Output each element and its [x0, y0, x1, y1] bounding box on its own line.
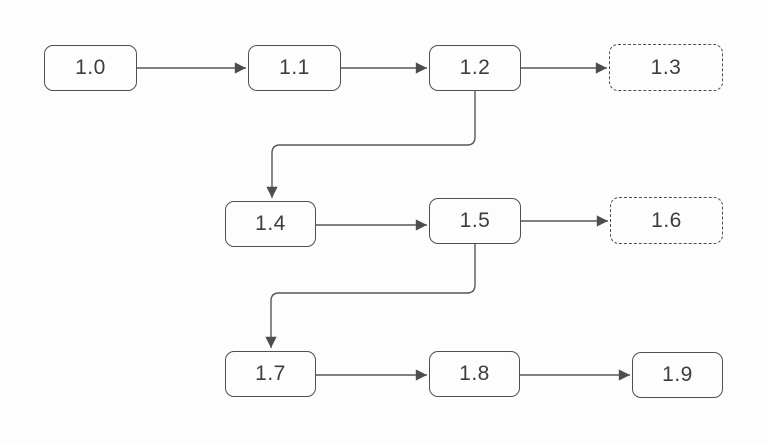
node-label: 1.2 [459, 56, 491, 79]
node-version-1-6-planned: 1.6 [610, 197, 723, 244]
node-label: 1.0 [75, 56, 106, 79]
arrow-1.5-to-1.7 [265, 244, 476, 348]
node-label: 1.4 [255, 212, 286, 235]
node-version-1-1: 1.1 [248, 45, 341, 91]
node-version-1-3-planned: 1.3 [609, 44, 723, 91]
node-version-1-7: 1.7 [225, 351, 316, 397]
node-label: 1.6 [651, 208, 682, 232]
node-label: 1.9 [662, 363, 693, 386]
node-label: 1.1 [279, 56, 310, 79]
node-label: 1.3 [650, 55, 682, 79]
node-version-1-0: 1.0 [44, 45, 137, 91]
node-version-1-9: 1.9 [632, 352, 723, 398]
node-version-1-4: 1.4 [225, 201, 316, 247]
node-label: 1.7 [255, 362, 286, 385]
node-version-1-2: 1.2 [429, 45, 521, 91]
node-label: 1.8 [459, 362, 490, 385]
node-label: 1.5 [459, 209, 491, 232]
arrow-1.2-to-1.4 [266, 91, 476, 198]
node-version-1-5: 1.5 [429, 198, 521, 244]
node-version-1-8: 1.8 [429, 351, 520, 397]
